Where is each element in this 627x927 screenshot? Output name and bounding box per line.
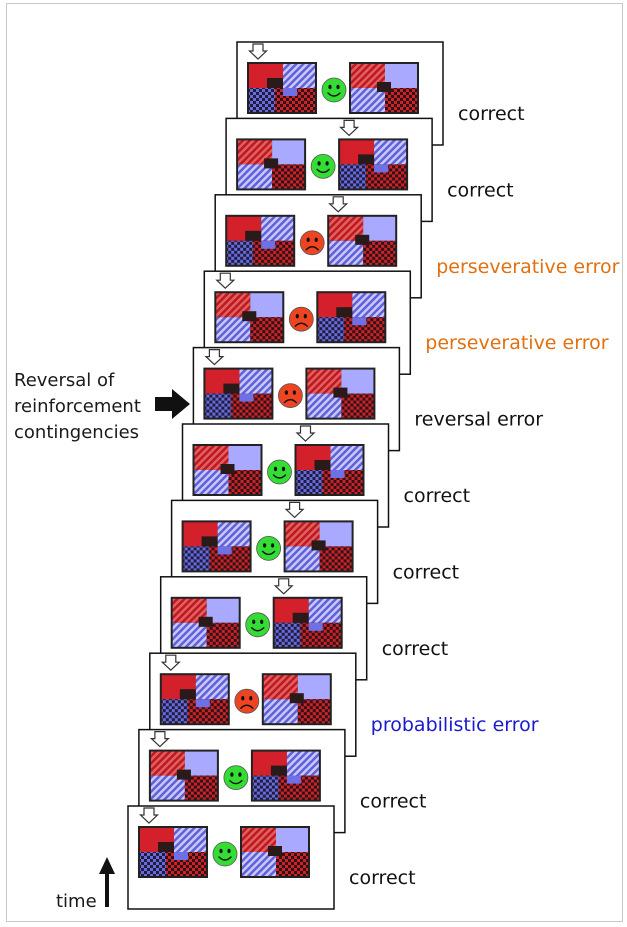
left-stimulus xyxy=(203,367,274,420)
figure-frame xyxy=(6,3,623,922)
trial-outcome-label: correct xyxy=(447,179,514,201)
happy-face-icon xyxy=(223,765,249,790)
trial-outcome-label: correct xyxy=(393,561,460,583)
time-label: time xyxy=(56,891,97,912)
left-stimulus xyxy=(159,673,230,726)
trial-outcome-label: correct xyxy=(458,103,525,125)
sad-face-icon xyxy=(288,306,314,332)
sad-face-icon xyxy=(234,688,260,714)
happy-face-icon xyxy=(267,459,292,485)
trial-outcome-label: reversal error xyxy=(414,409,543,431)
trial-outcome-label: correct xyxy=(349,867,416,889)
reversal-note-line-2: reinforcement xyxy=(14,396,141,417)
right-stimulus xyxy=(338,138,409,191)
reversal-note-line-3: contingencies xyxy=(14,422,139,443)
left-stimulus xyxy=(247,62,317,114)
trial-outcome-label: perseverative error xyxy=(425,332,608,354)
trial-outcome-label: correct xyxy=(360,791,427,813)
left-stimulus xyxy=(148,749,219,802)
right-stimulus xyxy=(327,214,398,267)
right-stimulus xyxy=(316,291,387,344)
happy-face-icon xyxy=(245,612,271,638)
right-stimulus xyxy=(349,62,419,114)
trials-layer: correct correct perseverative error perseve… xyxy=(127,41,620,910)
sad-face-icon xyxy=(299,230,325,256)
happy-face-icon xyxy=(321,77,347,103)
right-stimulus xyxy=(283,520,354,573)
left-stimulus xyxy=(236,138,307,191)
trial-outcome-label: probabilistic error xyxy=(371,714,539,736)
right-stimulus xyxy=(261,673,332,726)
happy-face-icon xyxy=(212,841,238,867)
reversal-note-line-1: Reversal of xyxy=(14,370,115,391)
left-stimulus xyxy=(138,826,208,878)
left-stimulus xyxy=(181,520,252,573)
happy-face-icon xyxy=(256,536,282,561)
time-annotation: time xyxy=(56,857,115,912)
time-arrow-icon xyxy=(99,857,115,907)
sad-face-icon xyxy=(277,383,303,409)
happy-face-icon xyxy=(310,153,336,179)
right-stimulus xyxy=(250,749,321,802)
left-stimulus xyxy=(225,214,296,267)
reversal-annotation: Reversal of reinforcement contingencies xyxy=(14,370,190,443)
right-stimulus xyxy=(240,826,310,878)
left-stimulus xyxy=(192,444,263,496)
left-stimulus xyxy=(170,596,241,649)
trial-card: correct xyxy=(127,805,416,910)
trial-outcome-label: correct xyxy=(382,638,449,660)
right-stimulus xyxy=(272,596,343,649)
reversal-arrow-icon xyxy=(155,389,190,419)
left-stimulus xyxy=(214,291,285,344)
right-stimulus xyxy=(305,367,376,420)
right-stimulus xyxy=(294,444,365,496)
trial-outcome-label: perseverative error xyxy=(436,256,619,278)
trial-outcome-label: correct xyxy=(404,485,471,507)
